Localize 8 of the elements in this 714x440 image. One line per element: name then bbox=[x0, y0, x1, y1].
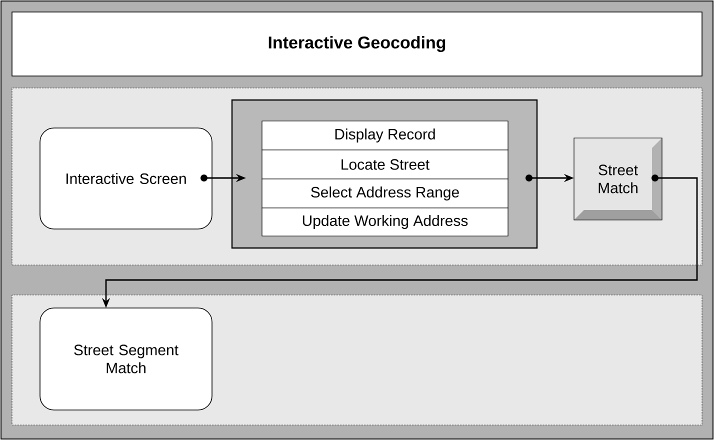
step-row: Locate Street bbox=[262, 150, 508, 180]
title-band: Interactive Geocoding bbox=[12, 12, 702, 76]
process-box: Interactive Screen bbox=[40, 128, 212, 230]
step-row: Display Record bbox=[262, 120, 508, 150]
box-label: Street Match bbox=[598, 164, 638, 194]
process-box: Street Segment Match bbox=[40, 308, 212, 410]
step-row: Select Address Range bbox=[262, 178, 508, 208]
step-row: Update Working Address bbox=[262, 208, 508, 236]
